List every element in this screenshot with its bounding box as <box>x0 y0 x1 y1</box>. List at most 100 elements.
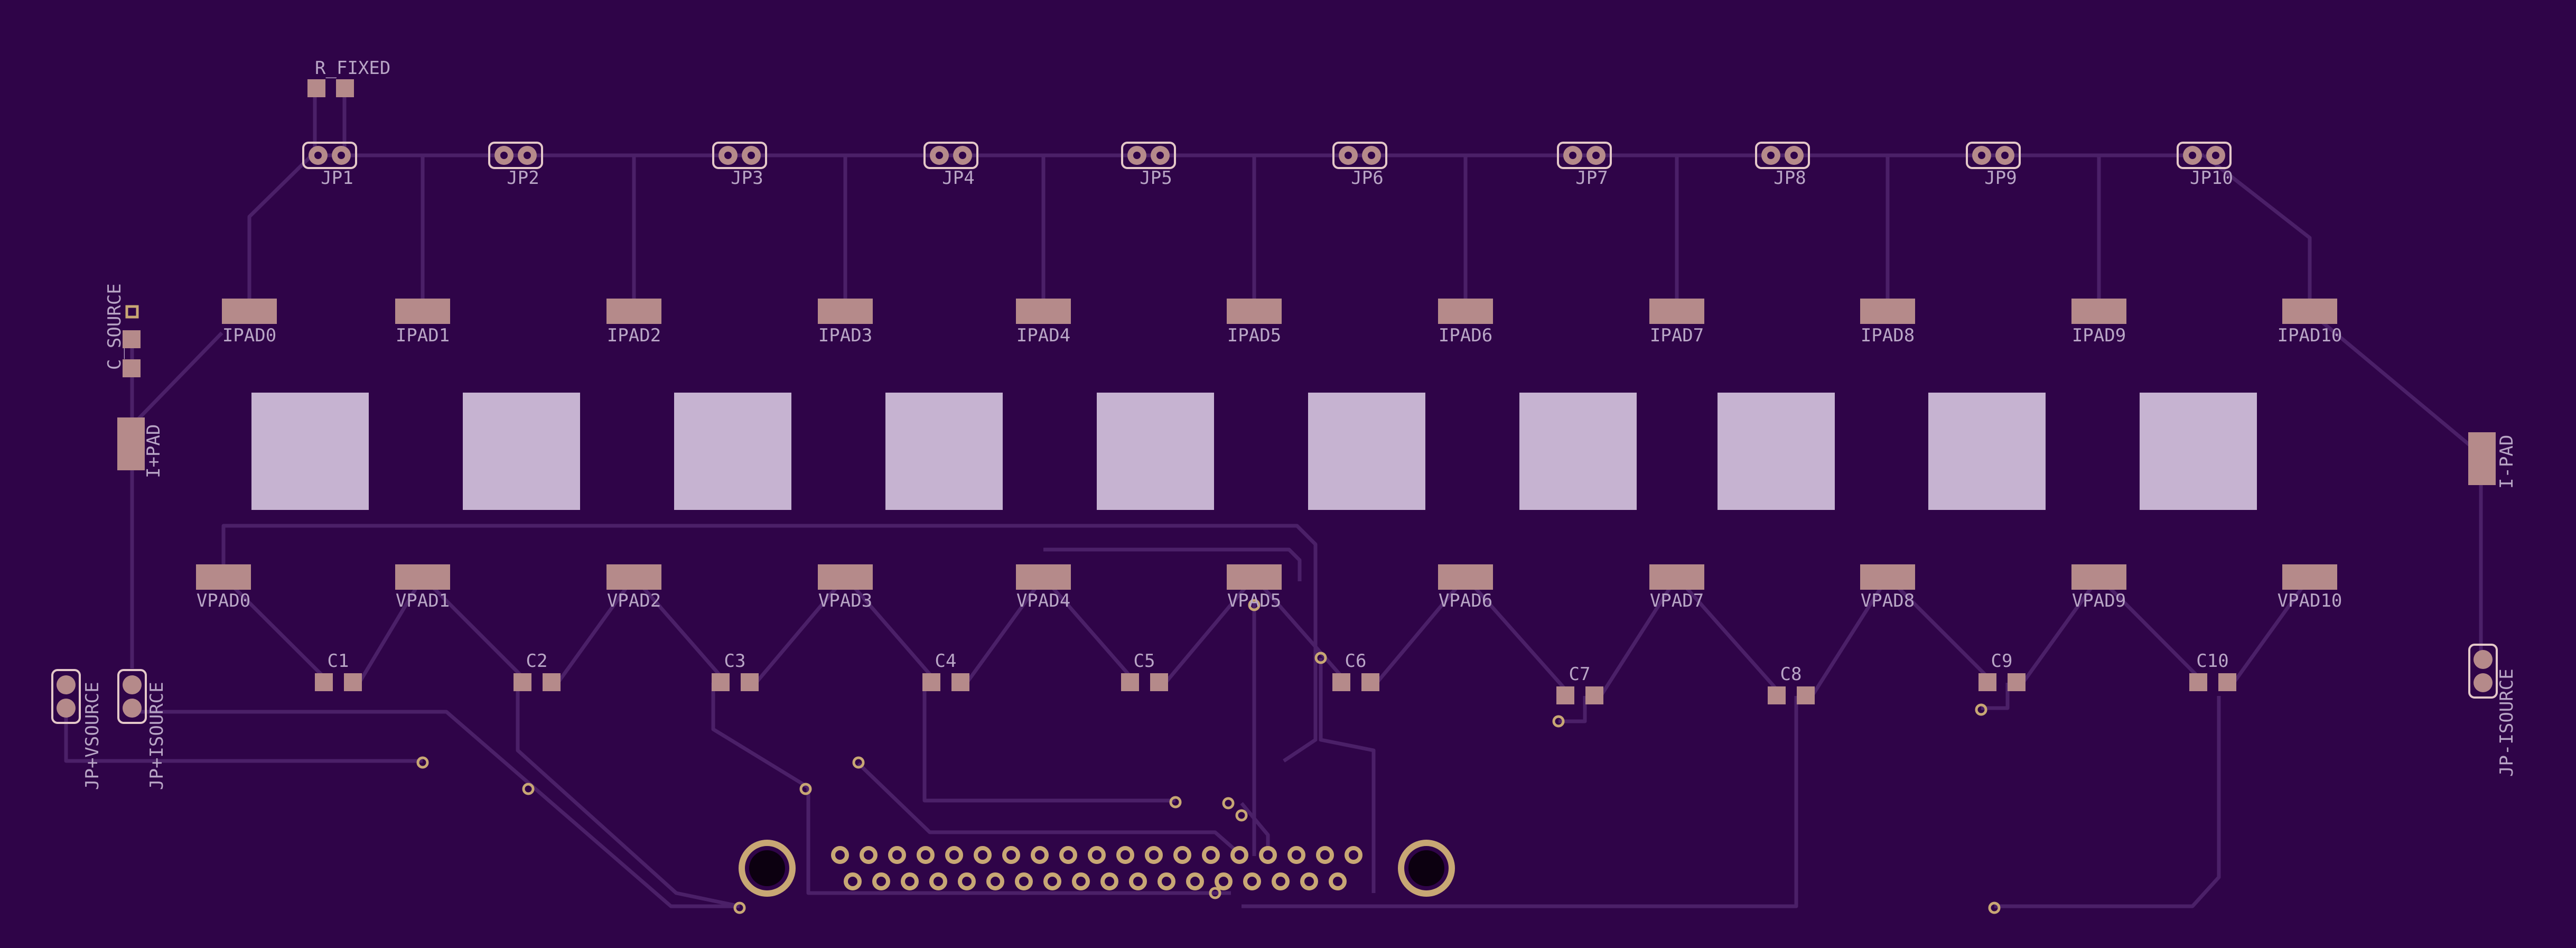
mounting-hole-left-drill <box>749 850 785 886</box>
cap-left-trace <box>222 575 331 684</box>
c-source-pad <box>123 359 141 377</box>
connector-pin <box>1015 872 1033 890</box>
connector-pin <box>860 846 878 864</box>
vpad-label: VPAD5 <box>1227 590 1281 611</box>
connector-pin <box>1072 872 1090 890</box>
jumper-drill <box>1790 152 1798 159</box>
ipad <box>1438 299 1493 324</box>
jumper-outline <box>1755 142 1810 169</box>
vpad-label: VPAD10 <box>2278 590 2342 611</box>
jumper-outline <box>51 669 81 724</box>
capacitor-label: C8 <box>1780 664 1802 685</box>
connector-pin <box>986 872 1004 890</box>
vpad-label: VPAD2 <box>607 590 661 611</box>
jumper-outline <box>923 142 978 169</box>
jumper-drill <box>1133 152 1141 159</box>
ipad-label: IPAD6 <box>1439 325 1492 346</box>
connector-pin <box>1243 872 1261 890</box>
vpad-label: VPAD8 <box>1861 590 1915 611</box>
connector-pin <box>888 846 906 864</box>
capacitor-label: C9 <box>1991 650 2013 672</box>
c7-trace <box>1558 696 1587 723</box>
mounting-hole-left <box>739 840 796 897</box>
capacitor-pad <box>1768 686 1786 704</box>
jumper-outline <box>2177 142 2232 169</box>
vpad <box>395 564 450 590</box>
ipad <box>2282 299 2337 324</box>
capacitor-label: C6 <box>1345 650 1367 672</box>
connector-pin <box>1202 846 1220 864</box>
connector-pin <box>1031 846 1049 864</box>
sensor-pad <box>674 393 791 510</box>
capacitor-pad <box>2218 673 2236 691</box>
via <box>852 756 865 769</box>
connector-pin <box>945 846 963 864</box>
jumper-drill <box>1156 152 1164 159</box>
c-source-ipad-trace <box>130 331 223 427</box>
ipad <box>1649 299 1704 324</box>
jumper <box>923 142 978 169</box>
cap-left-trace <box>1675 575 1784 698</box>
via <box>1552 715 1565 728</box>
via <box>1209 887 1221 899</box>
sensor-pad <box>1097 393 1214 510</box>
cap-left-trace <box>632 575 728 684</box>
sensor-pad <box>885 393 1003 510</box>
connector-pin <box>1316 846 1334 864</box>
ipad <box>1860 299 1915 324</box>
jp-isource-jumper <box>117 669 147 724</box>
sensor-pad <box>1519 393 1637 510</box>
jumper-label: JP6 <box>1351 168 1383 189</box>
jumper <box>2177 142 2232 169</box>
connector-pin <box>1158 872 1175 890</box>
ipad-label: IPAD9 <box>2072 325 2126 346</box>
jumper-drill <box>500 152 508 159</box>
connector-pin <box>1129 872 1147 890</box>
jumper <box>1557 142 1612 169</box>
vpad-label: VPAD9 <box>2072 590 2126 611</box>
ipad-label: IPAD7 <box>1650 325 1704 346</box>
jumper-pin <box>2474 673 2493 692</box>
jumper-label: JP2 <box>507 168 539 189</box>
capacitor-pad <box>1332 673 1350 691</box>
i-minus-trace <box>2308 310 2482 456</box>
jumper <box>1755 142 1810 169</box>
capacitor-pad <box>514 673 531 691</box>
jp-minus-isource-label: JP-ISOURCE <box>2496 668 2517 777</box>
connector-pin <box>974 846 992 864</box>
capacitor-pad <box>1978 673 1996 691</box>
jumper <box>302 142 357 169</box>
jumper-pin <box>57 675 76 694</box>
capacitor-pad <box>1585 686 1603 704</box>
jumper-label: JP7 <box>1575 168 1608 189</box>
jumper-label: JP1 <box>321 168 353 189</box>
connector-pin <box>1300 872 1318 890</box>
jumper-outline <box>302 142 357 169</box>
c-source-label: C_SOURCE <box>104 283 125 370</box>
capacitor-label: C1 <box>328 650 349 672</box>
jumper-drill <box>1569 152 1576 159</box>
ipad0-feed-trace <box>247 154 313 312</box>
via <box>733 901 746 914</box>
jumper <box>488 142 543 169</box>
smd-pad-layer <box>51 79 2498 914</box>
via <box>1314 652 1327 664</box>
ipad-label: IPAD10 <box>2278 325 2342 346</box>
connector-pin <box>1043 872 1061 890</box>
jumper-outline <box>712 142 767 169</box>
jumper-outline <box>488 142 543 169</box>
r-fixed-pad <box>307 79 325 97</box>
connector-pin <box>929 872 947 890</box>
capacitor-pad <box>922 673 940 691</box>
c3-trace <box>711 683 1231 895</box>
mid-trace <box>857 762 1238 852</box>
connector-pin <box>958 872 976 890</box>
vpad <box>818 564 873 590</box>
jumper-label: JP8 <box>1774 168 1806 189</box>
jumper-label: JP5 <box>1140 168 1172 189</box>
jumper-drill <box>524 152 531 159</box>
connector-pin <box>872 872 890 890</box>
ipad-label: IPAD3 <box>818 325 872 346</box>
cap-right-trace <box>1164 575 1256 684</box>
r-fixed-pad <box>336 79 354 97</box>
